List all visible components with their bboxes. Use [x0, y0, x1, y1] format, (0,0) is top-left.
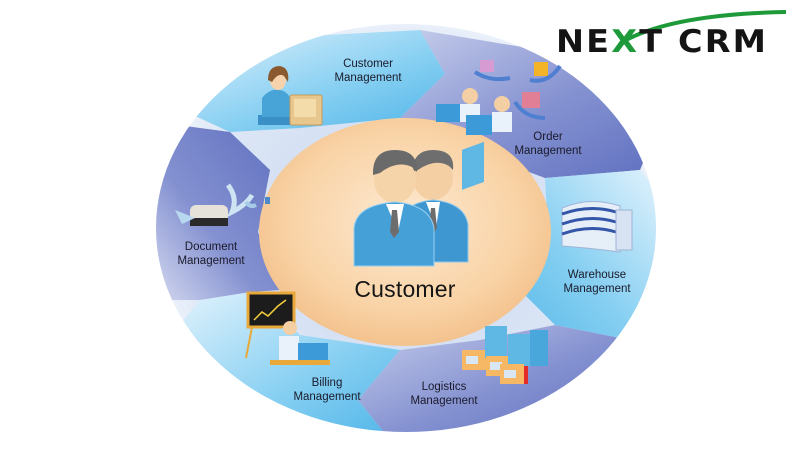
label-billing-management: Billing Management [293, 377, 361, 403]
label-logistics-management: Logistics Management [410, 381, 478, 407]
label-customer-management: Customer Management [334, 58, 402, 84]
logo-accent-letter: X [611, 24, 640, 60]
document-scanner-icon [175, 183, 270, 226]
order-team-icon [436, 60, 562, 135]
logo-prefix: NE [556, 24, 612, 60]
label-order-management: Order Management [514, 131, 582, 157]
logo-swoosh [625, 10, 787, 42]
two-business-people-icon [353, 150, 469, 267]
warehouse-building-icon [561, 201, 633, 253]
call-center-agent-icon [258, 66, 323, 126]
logo-suffix: T CRM [639, 24, 769, 60]
center-customer-label: Customer [354, 276, 456, 302]
label-document-management: Document Management [177, 241, 245, 267]
nextcrm-logo: NEXT CRM [556, 10, 792, 60]
label-warehouse-management: Warehouse Management [563, 269, 631, 295]
delivery-trucks-icon [462, 141, 548, 384]
billing-chart-icon [245, 291, 330, 365]
